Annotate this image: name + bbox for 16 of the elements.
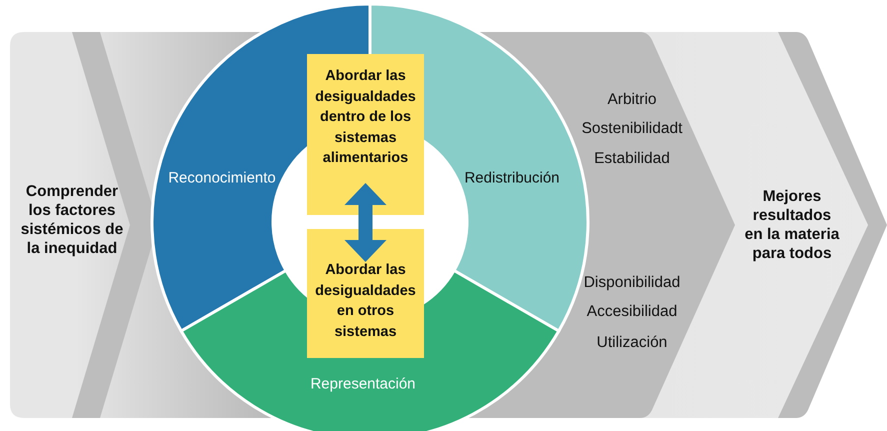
card-text: Abordar las desigualdades en otros sistemas — [314, 261, 417, 342]
card-text: Abordar las desigualdades dentro de los sistemas alimentarios — [314, 67, 417, 168]
criterion-label: Utilización — [596, 333, 668, 352]
criterion-label: Estabilidad — [593, 149, 671, 168]
step-label: Comprender los factores sistémicos de la inequidad — [20, 182, 124, 258]
text-card — [307, 229, 424, 358]
outcome-label: Mejores resultados en la materia para todos — [744, 187, 840, 263]
segment-label: Redistribución — [464, 168, 560, 188]
segment-label: Representación — [310, 374, 416, 394]
criterion-label: Sostenibilidadt — [580, 119, 684, 138]
criterion-label: Accesibilidad — [586, 302, 678, 321]
criterion-label: Arbitrio — [606, 90, 658, 109]
segment-label: Reconocimiento — [168, 168, 276, 188]
text-card — [307, 54, 424, 215]
criterion-label: Disponibilidad — [582, 273, 682, 292]
double-arrow — [344, 183, 386, 262]
